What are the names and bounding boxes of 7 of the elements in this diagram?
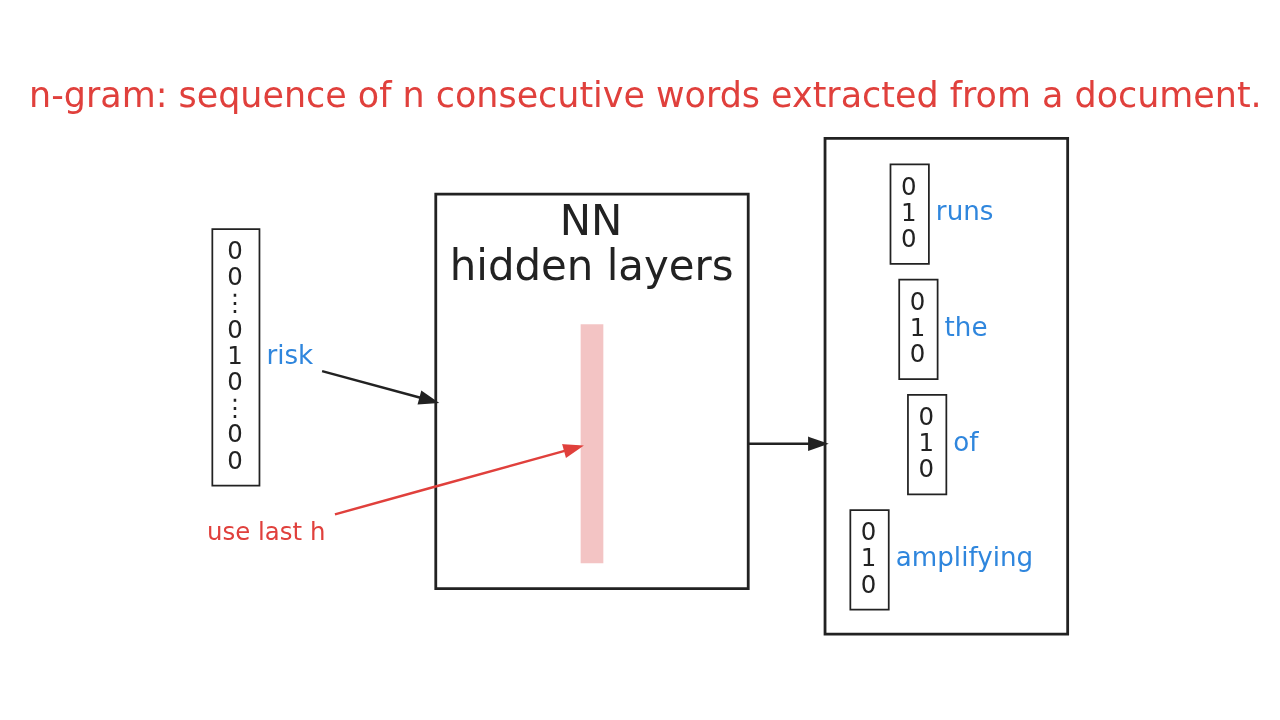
node-label: risk bbox=[266, 339, 314, 370]
node-text: use last h bbox=[207, 517, 326, 547]
node-label: the bbox=[944, 311, 988, 342]
node-label: of bbox=[953, 426, 979, 457]
node-label: amplifying bbox=[895, 541, 1034, 572]
node-label: runs bbox=[935, 196, 994, 227]
diagram-title: n-gram: sequence of n consecutive words extracted from a document. bbox=[29, 74, 1262, 115]
